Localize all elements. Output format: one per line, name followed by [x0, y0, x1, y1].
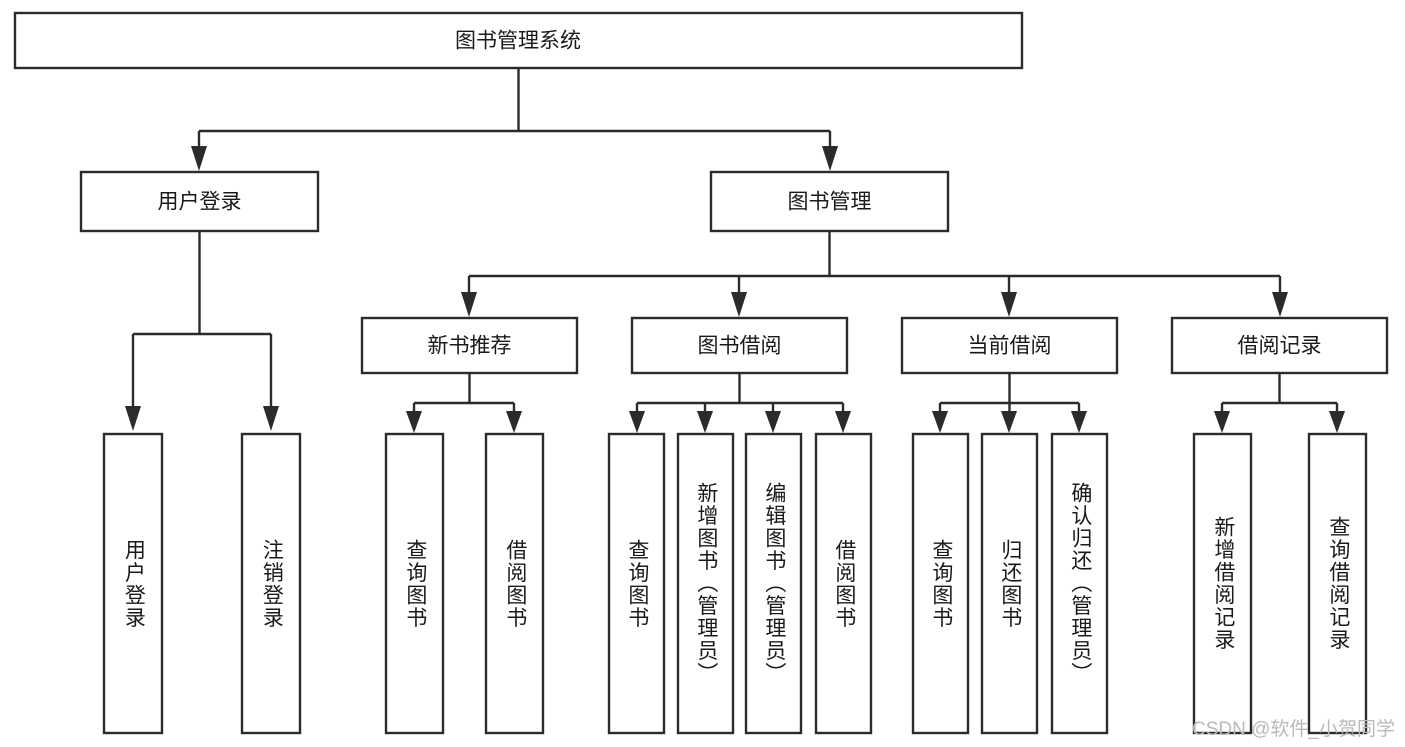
node-user-login[interactable]: 用户登录 [79, 170, 320, 233]
node-current-borrow[interactable]: 当前借阅 [900, 316, 1119, 375]
connector-borrow-record-to-leaves [1214, 373, 1345, 433]
current-borrow-box[interactable] [900, 316, 1119, 375]
arrow-head-icon [125, 406, 141, 431]
node-book-manage[interactable]: 图书管理 [709, 170, 950, 233]
leaf-box-query-record[interactable] [1307, 432, 1368, 735]
borrow-record-label: 借阅记录 [1238, 335, 1322, 358]
arrow-head-icon [461, 292, 477, 317]
arrow-head-icon [1071, 411, 1087, 433]
node-book-borrow[interactable]: 图书借阅 [630, 316, 849, 375]
connector-new-book-recommend-to-leaves [406, 373, 522, 433]
user-login-box[interactable] [79, 170, 320, 233]
arrow-head-icon [629, 411, 645, 433]
leaf-box-query-book-1[interactable] [384, 432, 445, 735]
new-book-recommend-box[interactable] [360, 316, 579, 375]
arrow-head-icon [1001, 411, 1017, 433]
arrow-head-icon [191, 146, 207, 171]
connector-book-borrow-to-leaves [629, 373, 851, 433]
user-login-label: 用户登录 [158, 191, 242, 214]
leaf-box-borrow-book-1[interactable] [484, 432, 545, 735]
arrow-head-icon [731, 292, 747, 317]
arrow-head-icon [1001, 292, 1017, 317]
arrow-head-icon [406, 411, 422, 433]
connector-book-manage-to-level3 [461, 231, 1288, 317]
arrow-head-icon [697, 411, 713, 433]
arrow-head-icon [1214, 411, 1230, 433]
arrow-head-icon [1272, 292, 1288, 317]
leaf-box-add-book[interactable] [676, 432, 735, 735]
leaf-box-return-book[interactable] [980, 432, 1039, 735]
arrow-head-icon [263, 406, 279, 431]
arrow-head-icon [835, 411, 851, 433]
node-borrow-record[interactable]: 借阅记录 [1170, 316, 1389, 375]
node-new-book-recommend[interactable]: 新书推荐 [360, 316, 579, 375]
leaf-box-user-login[interactable] [102, 432, 164, 735]
leaf-box-edit-book[interactable] [744, 432, 803, 735]
connector-root-to-level2 [191, 68, 838, 171]
leaf-box-logout-login[interactable] [240, 432, 302, 735]
connector-user-login-to-leaves [125, 231, 279, 431]
arrow-head-icon [932, 411, 948, 433]
new-book-recommend-label: 新书推荐 [428, 335, 512, 358]
leaf-box-confirm-return[interactable] [1050, 432, 1109, 735]
leaf-box-query-book-2[interactable] [607, 432, 666, 735]
current-borrow-label: 当前借阅 [968, 335, 1052, 358]
arrow-head-icon [822, 146, 838, 171]
arrow-head-icon [765, 411, 781, 433]
root-box[interactable] [13, 11, 1024, 70]
leaf-box-borrow-book-2[interactable] [814, 432, 873, 735]
arrow-head-icon [506, 411, 522, 433]
leaf-box-add-record[interactable] [1192, 432, 1253, 735]
book-manage-label: 图书管理 [788, 191, 872, 214]
node-root[interactable]: 图书管理系统 [13, 11, 1024, 70]
root-label: 图书管理系统 [455, 30, 581, 53]
arrow-head-icon [1329, 411, 1345, 433]
book-borrow-label: 图书借阅 [698, 335, 782, 358]
connector-current-borrow-to-leaves [932, 373, 1087, 433]
csdn-watermark: CSDN @软件_小贺同学 [1192, 719, 1395, 740]
leaf-box-query-book-3[interactable] [911, 432, 970, 735]
